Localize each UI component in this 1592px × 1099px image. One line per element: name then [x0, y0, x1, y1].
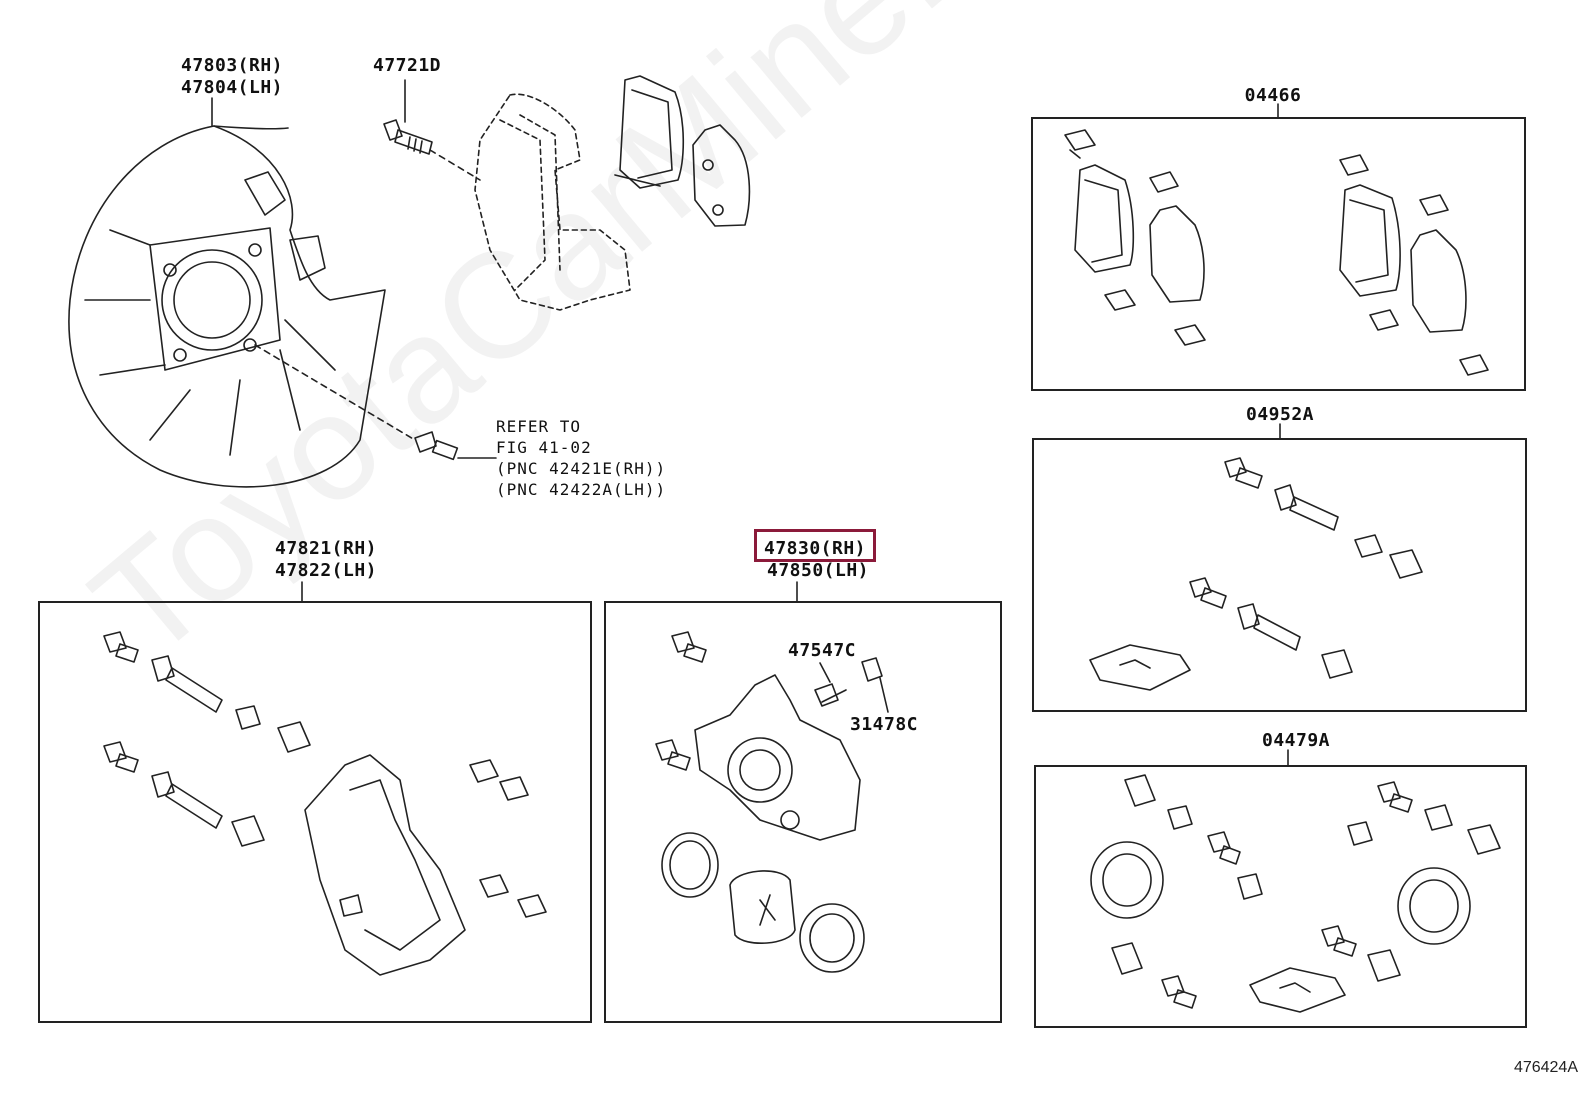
guide-kit-box	[1032, 438, 1527, 712]
caliper-contents	[656, 632, 882, 972]
label-04952a[interactable]: 04952A	[1245, 404, 1315, 425]
caliper-box	[604, 601, 1002, 1023]
label-47804[interactable]: 47804(LH)	[180, 77, 284, 98]
dust-cover-illustration	[69, 126, 385, 487]
label-47547c[interactable]: 47547C	[787, 640, 857, 661]
label-47830[interactable]: 47830(RH)	[763, 538, 867, 559]
label-47822[interactable]: 47822(LH)	[274, 560, 378, 581]
label-04466[interactable]: 04466	[1244, 85, 1302, 106]
refer-to-line-2[interactable]: FIG 41-02	[496, 438, 592, 457]
figure-number: 476424A	[1513, 1059, 1578, 1076]
label-04479a[interactable]: 04479A	[1261, 730, 1331, 751]
bolt-refer	[415, 432, 457, 459]
leader-47547c	[820, 663, 830, 682]
refer-to-line-3[interactable]: (PNC 42421E(RH))	[496, 459, 667, 478]
label-47850[interactable]: 47850(LH)	[766, 560, 870, 581]
brake-pads-top	[615, 76, 749, 226]
dashed-leader-bolt	[255, 345, 415, 440]
leader-31478c	[880, 678, 888, 712]
guide-kit-contents	[1090, 458, 1422, 690]
refer-to-line-4[interactable]: (PNC 42422A(LH))	[496, 480, 667, 499]
cylinder-kit-box	[1034, 765, 1527, 1028]
pad-kit-contents	[1065, 130, 1488, 375]
label-47821[interactable]: 47821(RH)	[274, 538, 378, 559]
pad-kit-box	[1031, 117, 1526, 391]
bolt-47721d-illustration	[384, 120, 432, 154]
label-47803[interactable]: 47803(RH)	[180, 55, 284, 76]
refer-to-line-1: REFER TO	[496, 417, 582, 436]
mounting-phantom	[475, 94, 630, 310]
label-47721d[interactable]: 47721D	[372, 55, 442, 76]
selected-part-highlight	[754, 529, 876, 562]
label-31478c[interactable]: 31478C	[849, 714, 919, 735]
mounting-box	[38, 601, 592, 1023]
mounting-contents	[104, 632, 546, 975]
cylinder-kit-contents	[1091, 775, 1500, 1012]
